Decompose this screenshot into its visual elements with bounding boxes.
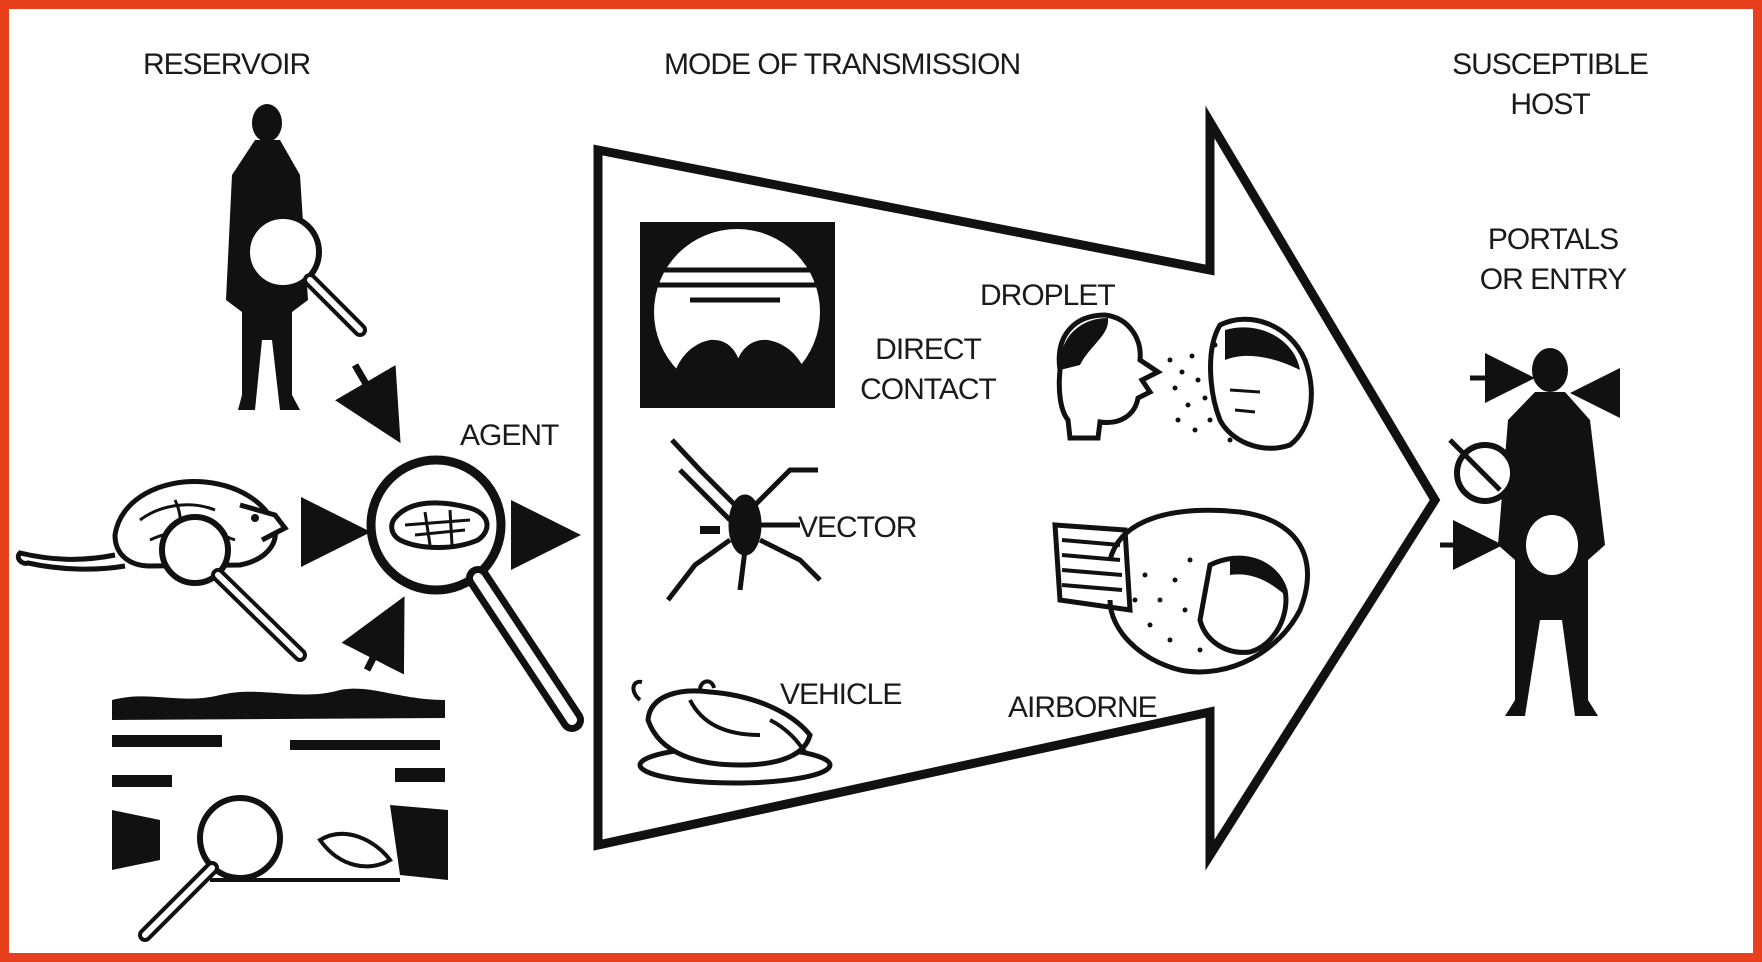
- label-direct-line1: DIRECT: [838, 330, 1018, 370]
- label-airborne: AIRBORNE: [1008, 688, 1157, 728]
- label-direct-line2: CONTACT: [838, 370, 1018, 410]
- label-portals-of-entry: PORTALS OR ENTRY: [1448, 220, 1658, 300]
- direct-contact-icon: [640, 222, 835, 408]
- airborne-icon: [1055, 510, 1308, 672]
- heading-susceptible-host-line2: HOST: [1420, 85, 1680, 125]
- label-vehicle: VEHICLE: [780, 675, 901, 715]
- heading-mode-of-transmission: MODE OF TRANSMISSION: [664, 45, 1020, 85]
- reservoir-landscape-icon: [112, 689, 448, 935]
- heading-susceptible-host-line1: SUSCEPTIBLE: [1420, 45, 1680, 85]
- label-portals-line1: PORTALS: [1448, 220, 1658, 260]
- reservoir-rat-icon: [18, 482, 300, 655]
- label-direct-contact: DIRECT CONTACT: [838, 330, 1018, 410]
- label-vector: VECTOR: [798, 508, 916, 548]
- droplet-sneeze-icon: [1059, 315, 1311, 448]
- label-droplet: DROPLET: [980, 276, 1115, 316]
- label-portals-line2: OR ENTRY: [1448, 260, 1658, 300]
- host-person-icon: [1440, 348, 1620, 716]
- reservoir-person-icon: [226, 104, 360, 410]
- agent-magnifier-icon: [371, 460, 572, 720]
- heading-susceptible-host: SUSCEPTIBLE HOST: [1420, 45, 1680, 125]
- label-agent: AGENT: [460, 416, 558, 456]
- heading-reservoir: RESERVOIR: [143, 45, 310, 85]
